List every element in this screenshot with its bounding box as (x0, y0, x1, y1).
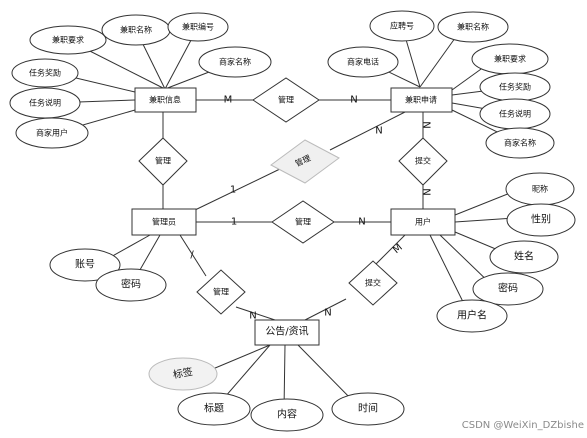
svg-text:兼职要求: 兼职要求 (494, 54, 526, 64)
card-admin-apply-1: 1 (230, 185, 236, 196)
attr-notice-content: 内容 (250, 398, 324, 432)
entity-user: 用户 (390, 208, 456, 236)
svg-text:密码: 密码 (498, 282, 518, 295)
rel-submit-user-notice: 提交 (348, 260, 398, 306)
entity-part-time-info: 兼职信息 (134, 87, 197, 113)
svg-text:任务说明: 任务说明 (499, 109, 531, 119)
attr-apply-merchant-phone: 商家电话 (327, 46, 399, 78)
svg-text:兼职信息: 兼职信息 (149, 95, 181, 105)
svg-text:应聘号: 应聘号 (390, 21, 414, 31)
svg-text:任务说明: 任务说明 (29, 98, 61, 108)
svg-text:管理: 管理 (213, 287, 229, 297)
svg-text:性别: 性别 (531, 213, 551, 226)
rel-manage-admin-apply: 管理 (270, 139, 340, 184)
svg-text:商家名称: 商家名称 (219, 57, 251, 67)
card-admin-user-n: N (358, 217, 365, 228)
card-user-notice-m: M (391, 242, 405, 256)
card-user-apply-n-bottom: N (421, 188, 432, 195)
svg-text:密码: 密码 (121, 278, 141, 291)
card-admin-user-1: 1 (231, 217, 237, 228)
entity-part-time-application: 兼职申请 (390, 87, 453, 113)
rel-submit-user-apply: 提交 (398, 137, 448, 186)
attr-user-password: 密码 (472, 272, 544, 306)
watermark: CSDN @WeiXin_DZbishe (462, 420, 584, 431)
svg-text:任务奖励: 任务奖励 (499, 82, 531, 92)
attr-notice-title: 标题 (177, 392, 251, 426)
svg-text:账号: 账号 (75, 259, 95, 271)
svg-text:商家电话: 商家电话 (347, 57, 379, 67)
attr-apply-reward: 任务奖励 (479, 72, 551, 102)
attr-info-name: 兼职名称 (101, 14, 171, 46)
svg-text:管理: 管理 (155, 156, 171, 166)
svg-text:提交: 提交 (365, 278, 381, 288)
attr-notice-tag: 标签 (148, 357, 218, 391)
svg-text:用户: 用户 (415, 217, 431, 227)
svg-text:兼职编号: 兼职编号 (182, 22, 214, 32)
cardinality-labels: M N 1 N 1 N / N N N M N (190, 95, 431, 322)
svg-text:商家用户: 商家用户 (36, 128, 68, 138)
attr-info-description: 任务说明 (9, 87, 81, 119)
entity-admin: 管理员 (131, 208, 197, 236)
card-admin-notice-slash: / (190, 250, 194, 261)
attr-info-reward: 任务奖励 (11, 58, 79, 88)
attr-user-name: 姓名 (489, 240, 559, 274)
attr-admin-password: 密码 (95, 268, 167, 302)
card-user-apply-n-top: N (421, 121, 432, 128)
attr-info-number: 兼职编号 (167, 12, 229, 42)
attr-apply-requirement: 兼职要求 (471, 43, 549, 75)
svg-text:管理: 管理 (295, 217, 311, 227)
svg-text:用户名: 用户名 (457, 309, 487, 322)
svg-text:标题: 标题 (204, 403, 224, 415)
attr-info-requirement: 兼职要求 (29, 25, 107, 55)
entity-notice: 公告/资讯 (254, 319, 320, 346)
svg-text:管理: 管理 (278, 95, 294, 105)
svg-text:任务奖励: 任务奖励 (29, 68, 61, 78)
svg-text:公告/资讯: 公告/资讯 (265, 325, 308, 338)
svg-text:内容: 内容 (277, 408, 297, 421)
svg-text:兼职名称: 兼职名称 (457, 22, 489, 32)
card-user-notice-n: N (324, 308, 331, 319)
attr-apply-number: 应聘号 (369, 10, 435, 42)
attr-notice-time: 时间 (331, 392, 405, 426)
attr-info-merchant-user: 商家用户 (15, 117, 89, 149)
svg-text:兼职要求: 兼职要求 (52, 35, 84, 45)
svg-text:姓名: 姓名 (514, 250, 534, 263)
rel-manage-info-apply: 管理 (252, 77, 320, 123)
card-admin-apply-n: N (375, 126, 382, 137)
svg-text:时间: 时间 (358, 402, 378, 415)
svg-text:管理员: 管理员 (152, 217, 176, 227)
attr-info-merchant-name: 商家名称 (198, 46, 272, 78)
rel-manage-admin-user: 管理 (271, 200, 335, 244)
attr-user-gender: 性别 (506, 203, 576, 237)
rel-manage-admin-info: 管理 (138, 137, 188, 186)
svg-text:兼职申请: 兼职申请 (405, 95, 437, 105)
attr-apply-description: 任务说明 (479, 98, 551, 130)
attr-user-username: 用户名 (436, 299, 508, 333)
svg-text:昵称: 昵称 (532, 184, 548, 194)
svg-text:提交: 提交 (415, 156, 431, 166)
svg-text:兼职名称: 兼职名称 (120, 25, 152, 35)
attr-apply-merchant-name: 商家名称 (485, 127, 555, 159)
rel-manage-admin-notice: 管理 (196, 269, 246, 315)
attr-user-nickname: 昵称 (505, 172, 575, 206)
attr-admin-account: 账号 (49, 248, 121, 282)
attr-apply-name: 兼职名称 (437, 11, 509, 43)
card-info-apply-n: N (350, 95, 357, 106)
card-admin-notice-n: N (249, 311, 256, 322)
svg-text:标签: 标签 (172, 365, 194, 381)
svg-text:商家名称: 商家名称 (504, 138, 536, 148)
card-info-apply-m: M (224, 95, 233, 106)
